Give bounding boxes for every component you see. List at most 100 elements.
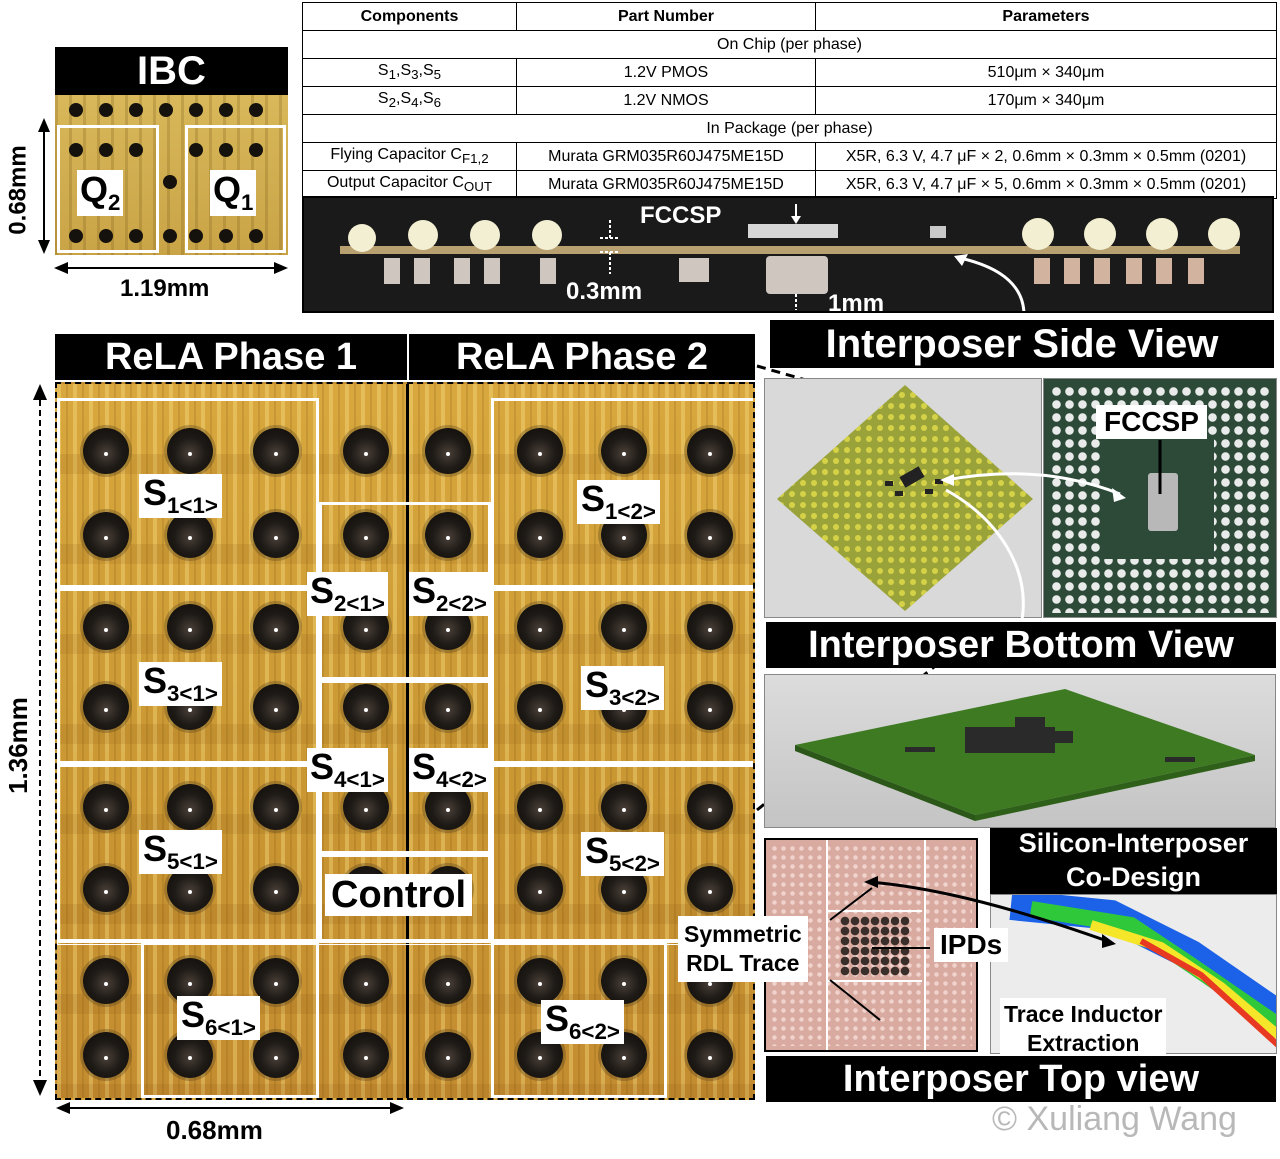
table-row: Flying Capacitor CF1,2 Murata GRM035R60J…: [302, 142, 1277, 171]
table-section-on-chip: On Chip (per phase): [302, 30, 1277, 59]
side-view-fccsp-chip: [748, 224, 838, 238]
bottom-view-arrows: [940, 440, 1162, 621]
table-row: Output Capacitor COUT Murata GRM035R60J4…: [302, 170, 1277, 199]
rela-phase-divider: [406, 384, 409, 1098]
solder-bump: [167, 604, 213, 650]
solder-bump: [83, 1032, 129, 1078]
table-row: S2,S4,S6 1.2V NMOS 170μm × 340μm: [302, 86, 1277, 115]
ibc-dimension-arrows: [38, 118, 288, 274]
side-view-lower-chip: [766, 256, 828, 294]
solder-bump: [343, 684, 389, 730]
s4-2-label: S4<2>: [409, 748, 490, 793]
solder-bump: [425, 958, 471, 1004]
s2-1-label: S2<1>: [307, 572, 388, 617]
solder-bump: [253, 604, 299, 650]
ibc-bump: [129, 103, 143, 117]
table-cell-component: Flying Capacitor CF1,2: [302, 142, 517, 171]
solder-bump: [253, 866, 299, 912]
side-view-photo: FCCSP 0.3mm 1mm: [302, 196, 1274, 313]
rela-width-dim: 0.68mm: [166, 1115, 263, 1145]
solder-bump: [83, 866, 129, 912]
ibc-width-dim: 1.19mm: [120, 275, 210, 302]
table-cell-part: 1.2V NMOS: [516, 86, 816, 115]
solder-bump: [83, 604, 129, 650]
side-view-capacitor: [679, 258, 709, 282]
s3-2-outline: [491, 588, 753, 764]
bottom-render-panel: [764, 378, 1042, 618]
codesign-banner: Silicon-Interposer Co-Design: [990, 828, 1277, 894]
s5-1-label: S5<1>: [139, 830, 222, 875]
side-view-capacitor: [1034, 258, 1050, 284]
codesign-render-panel: [764, 674, 1276, 828]
s3-1-outline: [57, 588, 319, 764]
top-photo-zone-outline: [826, 840, 926, 1050]
ibc-bump: [99, 229, 113, 243]
rela-phase1-title: ReLA Phase 1: [104, 335, 358, 378]
s1-1-outline: [57, 398, 319, 588]
table-cell-param: X5R, 6.3 V, 4.7 μF × 2, 0.6mm × 0.3mm × …: [815, 142, 1277, 171]
ibc-q1-outline: [185, 125, 286, 253]
s5-2-label: S5<2>: [581, 832, 664, 877]
solder-bump: [687, 684, 733, 730]
solder-bump: [83, 784, 129, 830]
trace-inductor-label: Trace Inductor Extraction: [1000, 998, 1167, 1060]
ibc-q2-outline: [57, 125, 159, 253]
side-view-ball: [1022, 218, 1054, 250]
ibc-bump: [99, 143, 113, 157]
solder-bump: [601, 604, 647, 650]
side-view-ball: [348, 224, 376, 252]
ibc-bump: [219, 229, 233, 243]
solder-bump: [425, 428, 471, 474]
solder-bump: [343, 958, 389, 1004]
bottom-view-title: Interposer Bottom View: [808, 623, 1234, 666]
trace-line1: Trace Inductor: [1004, 1001, 1163, 1027]
s6-1-outline: [141, 942, 319, 1098]
top-photo-zone-line: [826, 980, 922, 982]
solder-bump: [253, 684, 299, 730]
ibc-bump: [249, 143, 263, 157]
solder-bump: [601, 428, 647, 474]
top-photo-zone-line: [826, 910, 922, 912]
s4-1-label: S4<1>: [307, 748, 388, 793]
solder-bump: [517, 784, 563, 830]
solder-bump: [687, 604, 733, 650]
side-view-capacitor: [1126, 258, 1142, 284]
rela-dimension-arrows: [33, 384, 404, 1114]
spec-table: Components Part Number Parameters On Chi…: [302, 2, 1277, 199]
ibc-bump: [69, 103, 83, 117]
symmetric-line1: Symmetric: [684, 921, 802, 947]
solder-bump: [83, 958, 129, 1004]
ibc-bump: [129, 143, 143, 157]
side-view-capacitor: [1156, 258, 1172, 284]
side-view-ball: [470, 220, 500, 250]
table-cell-param: 510μm × 340μm: [815, 58, 1277, 87]
solder-bump: [687, 1032, 733, 1078]
control-outline: [319, 854, 491, 942]
control-label: Control: [325, 874, 473, 916]
solder-bump: [687, 428, 733, 474]
s1-1-label: S1<1>: [139, 474, 222, 519]
ibc-bump: [69, 143, 83, 157]
mid-row-outline: [57, 942, 753, 945]
ibc-bump: [69, 229, 83, 243]
top-view-title-banner: Interposer Top view: [766, 1056, 1276, 1102]
rela-phase2-banner: ReLA Phase 2: [409, 334, 755, 380]
ibc-bump: [189, 103, 203, 117]
side-view-small-chip: [930, 226, 946, 238]
rela-phase1-banner: ReLA Phase 1: [55, 334, 407, 380]
solder-bump: [687, 866, 733, 912]
side-view-capacitor: [1188, 258, 1204, 284]
s3-2-label: S3<2>: [581, 666, 664, 711]
side-view-dim-1: 1mm: [828, 290, 885, 313]
side-view-title: Interposer Side View: [825, 321, 1219, 366]
side-view-ball: [532, 220, 562, 250]
ibc-bump: [99, 103, 113, 117]
solder-bump: [343, 1032, 389, 1078]
solder-bump: [343, 428, 389, 474]
watermark: © Xuliang Wang: [992, 1100, 1237, 1138]
s2-2-label: S2<2>: [409, 572, 490, 617]
side-view-capacitor: [384, 258, 400, 284]
solder-bump: [687, 784, 733, 830]
s6-2-label: S6<2>: [541, 1000, 624, 1045]
solder-bump: [167, 512, 213, 558]
